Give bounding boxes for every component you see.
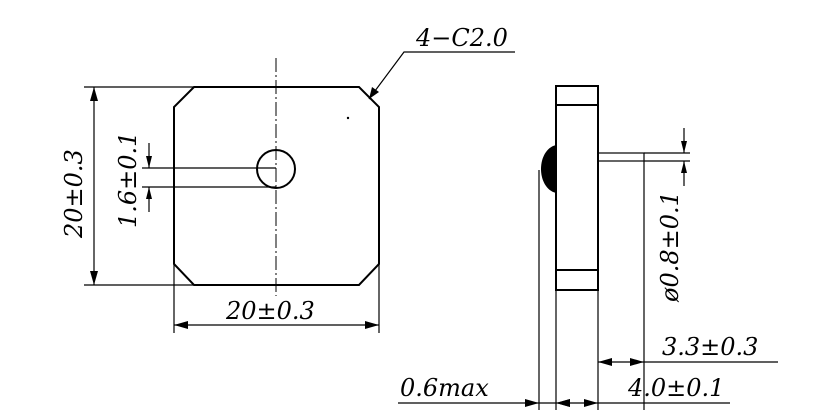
pin-length-dimension: 3.3±0.3 xyxy=(597,161,778,410)
side-bump xyxy=(541,145,556,193)
chamfer-leader xyxy=(368,51,515,100)
chamfer-callout: 4−C2.0 xyxy=(368,24,515,100)
bump-arrow-left xyxy=(525,399,539,407)
height-arrow-top xyxy=(90,87,98,101)
height-dimension: 20±0.3 xyxy=(60,86,194,286)
chamfer-leader-arrow xyxy=(369,87,379,99)
hole-arrow-bottom xyxy=(146,187,152,199)
side-pin xyxy=(597,152,645,162)
width-dimension: 20±0.3 xyxy=(173,264,380,333)
pin-diameter-dimension: ø0.8±0.1 xyxy=(644,128,690,303)
hole-arrow-top xyxy=(146,156,152,168)
center-hole xyxy=(256,149,296,189)
chamfer-label: 4−C2.0 xyxy=(415,24,508,52)
bump-arrow-right xyxy=(556,399,570,407)
height-arrow-bottom xyxy=(90,271,98,285)
bump-label: 0.6max xyxy=(400,374,489,402)
reference-dot xyxy=(346,116,350,120)
body-thickness-dimension: 4.0±0.1 xyxy=(555,290,730,410)
pin-dia-label: ø0.8±0.1 xyxy=(656,191,684,303)
front-view xyxy=(173,58,380,296)
width-label: 20±0.3 xyxy=(225,297,315,325)
height-label: 20±0.3 xyxy=(60,149,88,239)
pin-length-arrow-left xyxy=(598,358,612,366)
hole-label: 1.6±0.1 xyxy=(114,132,142,228)
pin-arrow-bottom xyxy=(681,161,687,173)
side-view xyxy=(541,85,645,291)
pin-arrow-top xyxy=(681,141,687,153)
width-arrow-left xyxy=(174,321,188,329)
pin-length-label: 3.3±0.3 xyxy=(662,333,758,361)
thickness-arrow-right xyxy=(584,399,598,407)
width-arrow-right xyxy=(365,321,379,329)
side-body xyxy=(555,85,599,291)
bump-height-dimension: 0.6max xyxy=(398,170,570,410)
pin-length-arrow-right xyxy=(630,358,644,366)
thickness-label: 4.0±0.1 xyxy=(627,374,724,402)
front-body-outline xyxy=(173,86,380,286)
hole-dimension: 1.6±0.1 xyxy=(114,132,276,228)
